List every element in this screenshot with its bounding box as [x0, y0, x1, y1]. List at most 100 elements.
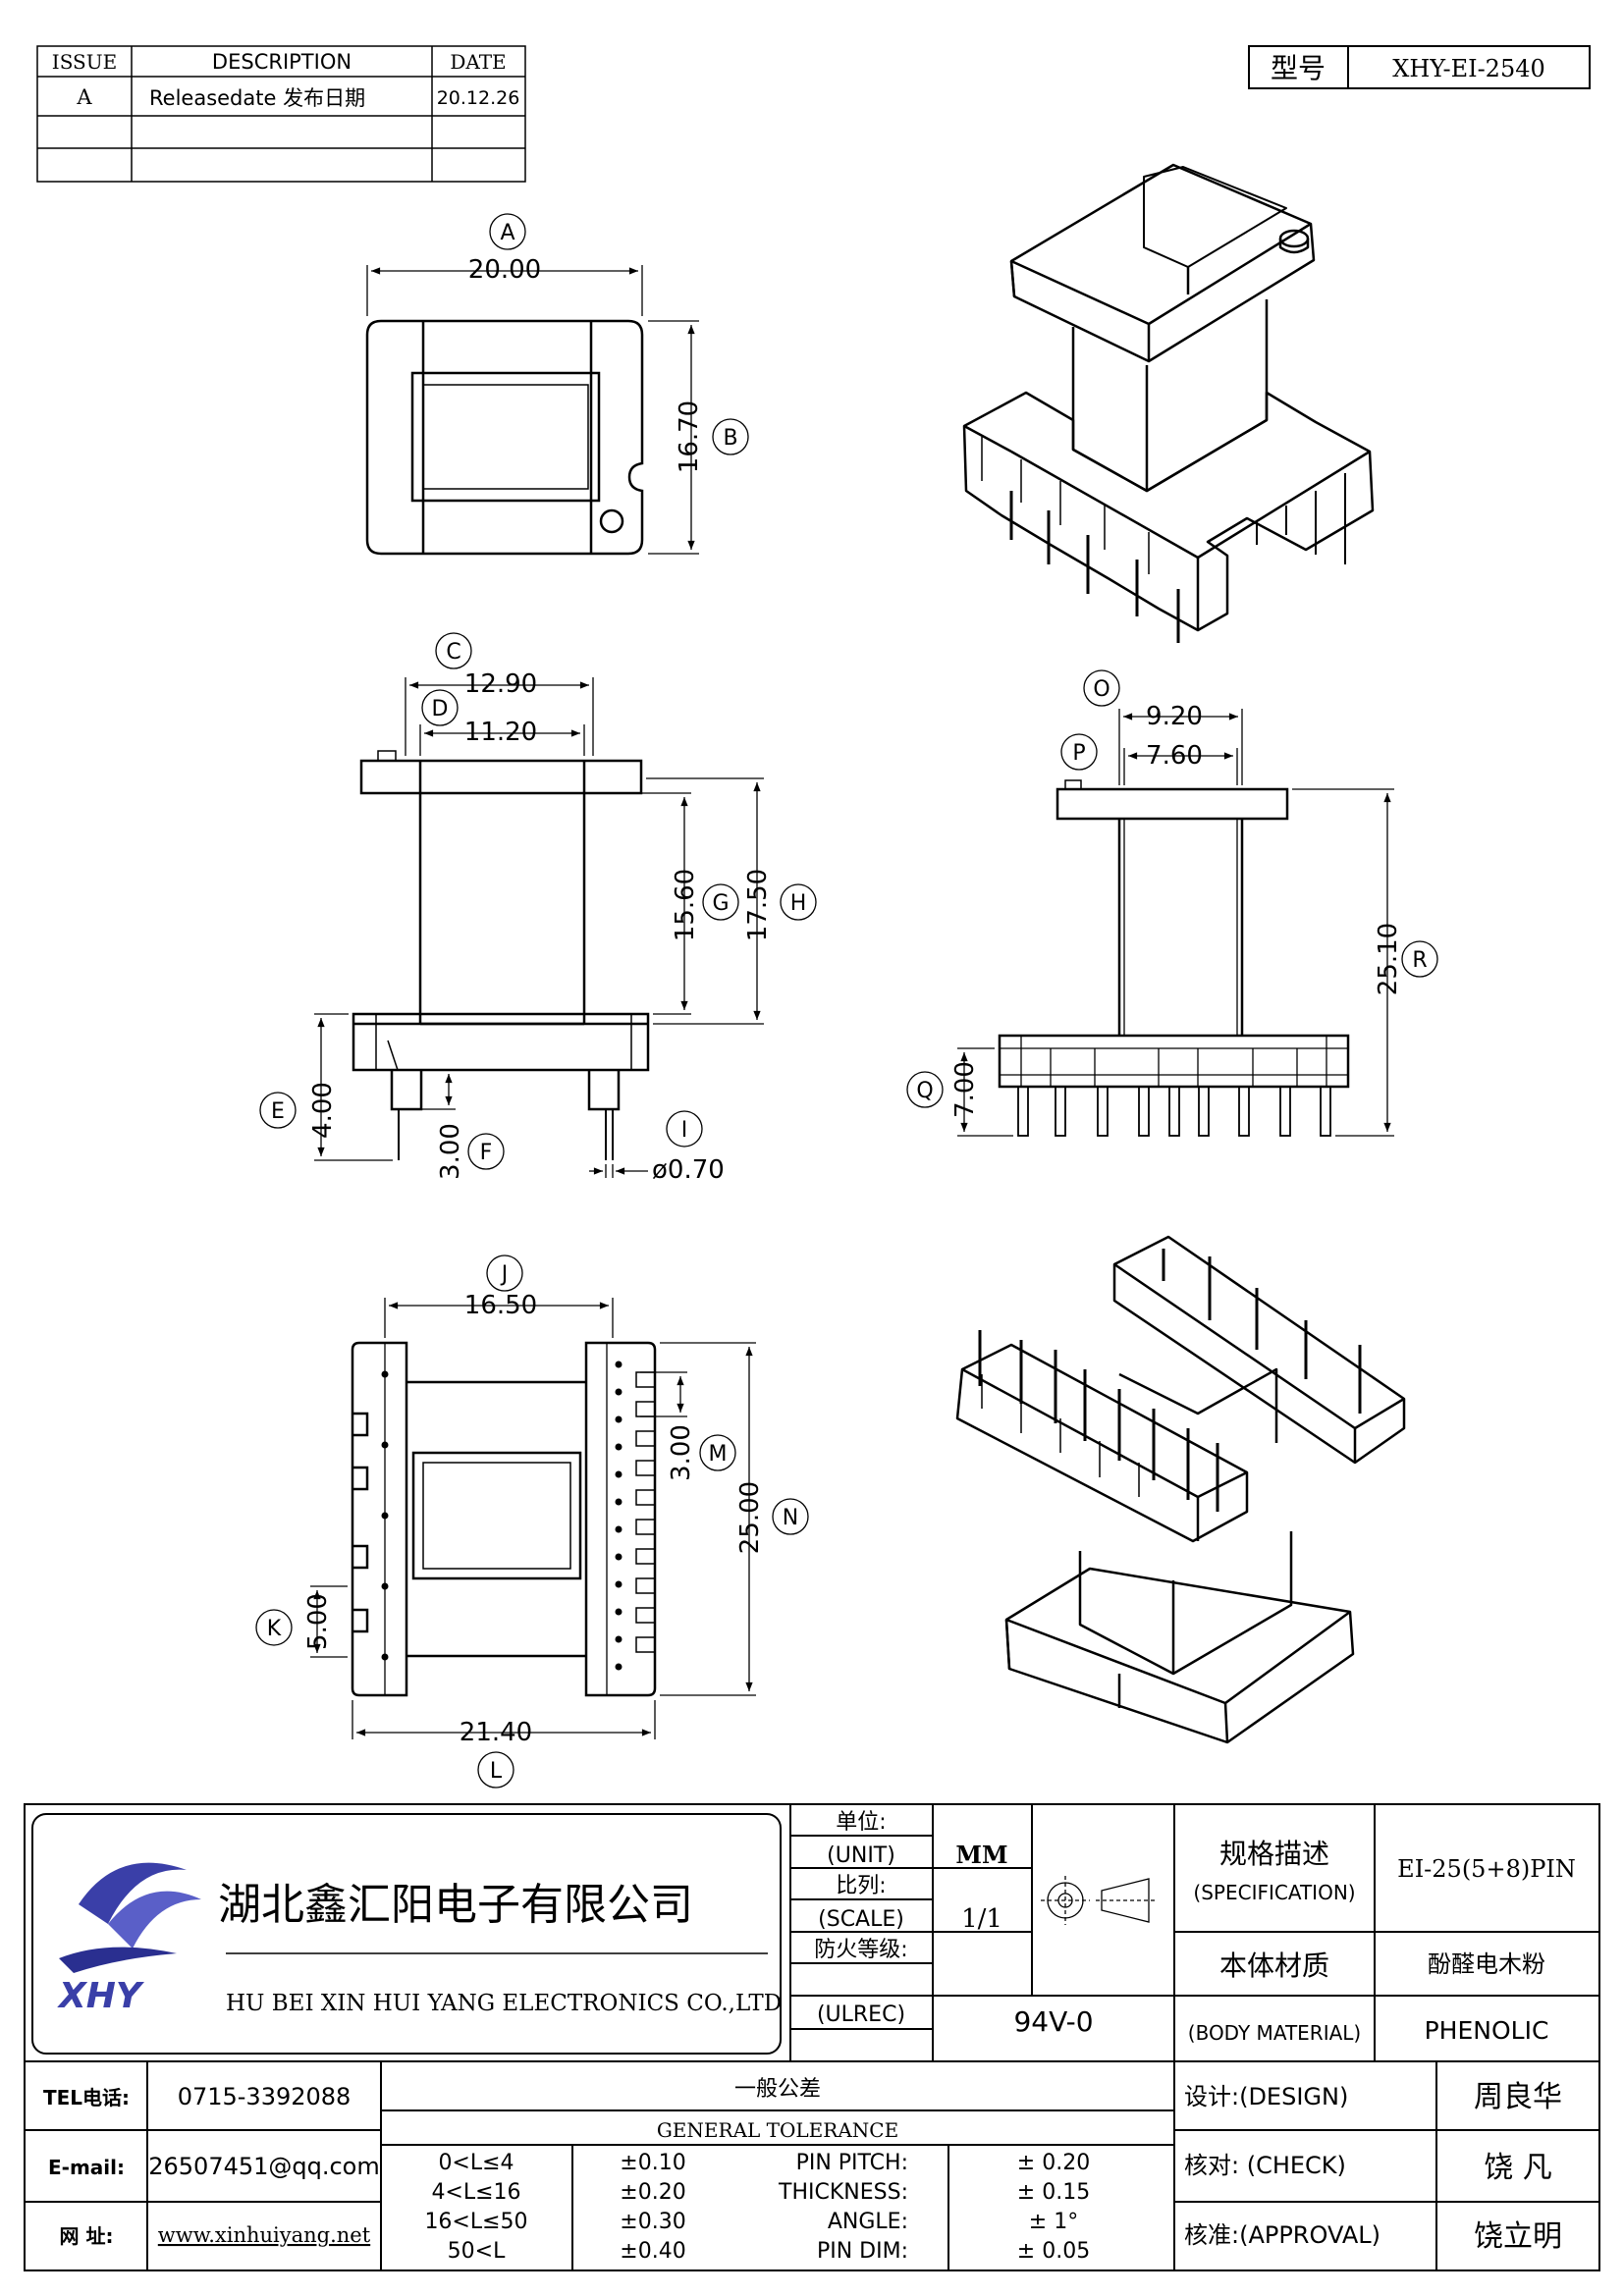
design-label: 设计:(DESIGN)	[1184, 2083, 1348, 2110]
bottom-view-dims	[255, 1255, 809, 1789]
web-label: 网 址:	[60, 2224, 114, 2248]
flame-value: 94V-0	[1013, 2005, 1093, 2038]
tol-value-3: ±0.30	[620, 2210, 685, 2234]
dim-I-value: ø0.70	[652, 1155, 725, 1185]
tol-range-4: 50<L	[448, 2239, 506, 2264]
isometric-view-bottom	[955, 1235, 1406, 1744]
top-view	[365, 319, 644, 556]
material-value-cn: 酚醛电木粉	[1428, 1950, 1545, 1978]
dim-A-value: 20.00	[468, 255, 541, 285]
rev-row-issue: A	[76, 85, 92, 109]
model-box	[1248, 45, 1591, 89]
spec-value: EI-25(5+8)PIN	[1397, 1855, 1576, 1883]
company-name-cn: 湖北鑫汇阳电子有限公司	[218, 1880, 693, 1930]
dim-F-value: 3.00	[436, 1123, 465, 1180]
dim-C-value: 12.90	[464, 669, 537, 699]
dim-K-letter: K	[267, 1617, 282, 1641]
tol-range-3: 16<L≤50	[424, 2210, 527, 2234]
scale-label-cn: 比列:	[836, 1874, 886, 1898]
flame-label-en: (ULREC)	[817, 2002, 905, 2027]
tolerance-title-cn: 一般公差	[734, 2077, 821, 2102]
front-view-dims	[259, 632, 817, 1178]
tel-label: TEL电话:	[43, 2086, 130, 2109]
bottom-view	[351, 1341, 657, 1697]
dim-J-value: 16.50	[464, 1291, 537, 1320]
scale-value: 1/1	[961, 1904, 1002, 1934]
dim-N-letter: N	[783, 1506, 798, 1530]
model-label: 型号	[1271, 52, 1326, 84]
dim-E-value: 4.00	[308, 1082, 338, 1139]
dim-O-letter: O	[1093, 677, 1110, 702]
spec-label-cn: 规格描述	[1219, 1838, 1329, 1870]
rev-row-description: Releasedate 发布日期	[149, 86, 365, 110]
tol-value-4: ±0.40	[620, 2239, 685, 2264]
tol-item-value-2: ± 0.15	[1017, 2180, 1090, 2205]
tol-item-name-3: ANGLE:	[828, 2210, 908, 2234]
tol-value-1: ±0.10	[620, 2151, 685, 2175]
rev-header-issue: ISSUE	[52, 50, 117, 74]
dim-H-letter: H	[790, 891, 807, 916]
revision-table	[36, 45, 526, 183]
tol-item-value-3: ± 1°	[1029, 2210, 1078, 2234]
dim-M-value: 3.00	[667, 1424, 696, 1481]
tol-range-1: 0<L≤4	[438, 2151, 514, 2175]
tol-item-name-4: PIN DIM:	[817, 2239, 908, 2264]
isometric-view-top	[962, 163, 1375, 643]
dim-D-value: 11.20	[464, 718, 537, 747]
dim-N-value: 25.00	[735, 1481, 765, 1554]
dim-P-value: 7.60	[1146, 741, 1203, 771]
check-label: 核对: (CHECK)	[1184, 2152, 1346, 2179]
material-label-en: (BODY MATERIAL)	[1188, 2021, 1361, 2045]
company-logo-icon: XHY	[57, 1862, 201, 2016]
top-view-dims	[366, 213, 749, 555]
material-label-cn: 本体材质	[1219, 1949, 1329, 1982]
side-view	[998, 779, 1350, 1137]
check-name: 饶 凡	[1484, 2151, 1552, 2185]
scale-label-en: (SCALE)	[818, 1907, 904, 1932]
company-name-en: HU BEI XIN HUI YANG ELECTRONICS CO.,LTD	[226, 1991, 782, 2016]
dim-H-value: 17.50	[743, 869, 773, 941]
tol-item-value-1: ± 0.20	[1017, 2151, 1090, 2175]
dim-F-letter: F	[480, 1141, 493, 1165]
dim-K-value: 5.00	[303, 1593, 333, 1650]
tol-item-name-2: THICKNESS:	[778, 2180, 908, 2205]
unit-label-cn: 单位:	[836, 1810, 886, 1835]
dim-Q-value: 7.00	[950, 1061, 980, 1118]
rev-header-description: DESCRIPTION	[212, 50, 352, 74]
design-name: 周良华	[1474, 2080, 1562, 2114]
unit-label-en: (UNIT)	[827, 1843, 895, 1868]
email-value: 26507451@qq.com	[148, 2153, 380, 2180]
dim-E-letter: E	[271, 1099, 285, 1124]
dim-G-value: 15.60	[671, 869, 700, 941]
approval-name: 饶立明	[1474, 2219, 1562, 2254]
dim-J-letter: J	[500, 1262, 509, 1287]
tolerance-title-en: GENERAL TOLERANCE	[657, 2118, 898, 2142]
side-view-dims	[906, 669, 1438, 1137]
front-view	[352, 750, 650, 1160]
company-box	[31, 1813, 782, 2055]
dim-B-letter: B	[723, 426, 737, 451]
dim-P-letter: P	[1072, 741, 1085, 766]
material-value-en: PHENOLIC	[1425, 2016, 1549, 2045]
dim-L-value: 21.40	[460, 1718, 532, 1747]
projection-symbol-icon	[1041, 1876, 1155, 1925]
flame-label-cn: 防火等级:	[814, 1938, 907, 1962]
spec-label-en: (SPECIFICATION)	[1193, 1881, 1355, 1904]
tol-range-2: 4<L≤16	[431, 2180, 520, 2205]
bottom-view-pins	[381, 1361, 623, 1671]
tel-value: 0715-3392088	[178, 2083, 352, 2110]
rev-header-date: DATE	[450, 50, 506, 74]
logo-text: XHY	[57, 1976, 145, 2016]
approval-label: 核准:(APPROVAL)	[1184, 2221, 1380, 2249]
dim-B-value: 16.70	[675, 400, 704, 473]
email-label: E-mail:	[48, 2156, 125, 2179]
tol-item-value-4: ± 0.05	[1017, 2239, 1090, 2264]
title-block-grid	[24, 1803, 1600, 2271]
web-link[interactable]: www.xinhuiyang.net	[158, 2223, 371, 2247]
dim-O-value: 9.20	[1146, 702, 1203, 731]
dim-Q-letter: Q	[916, 1079, 933, 1103]
dim-R-value: 25.10	[1374, 923, 1403, 995]
dim-I-letter: I	[681, 1118, 688, 1143]
unit-value: MM	[955, 1841, 1007, 1869]
